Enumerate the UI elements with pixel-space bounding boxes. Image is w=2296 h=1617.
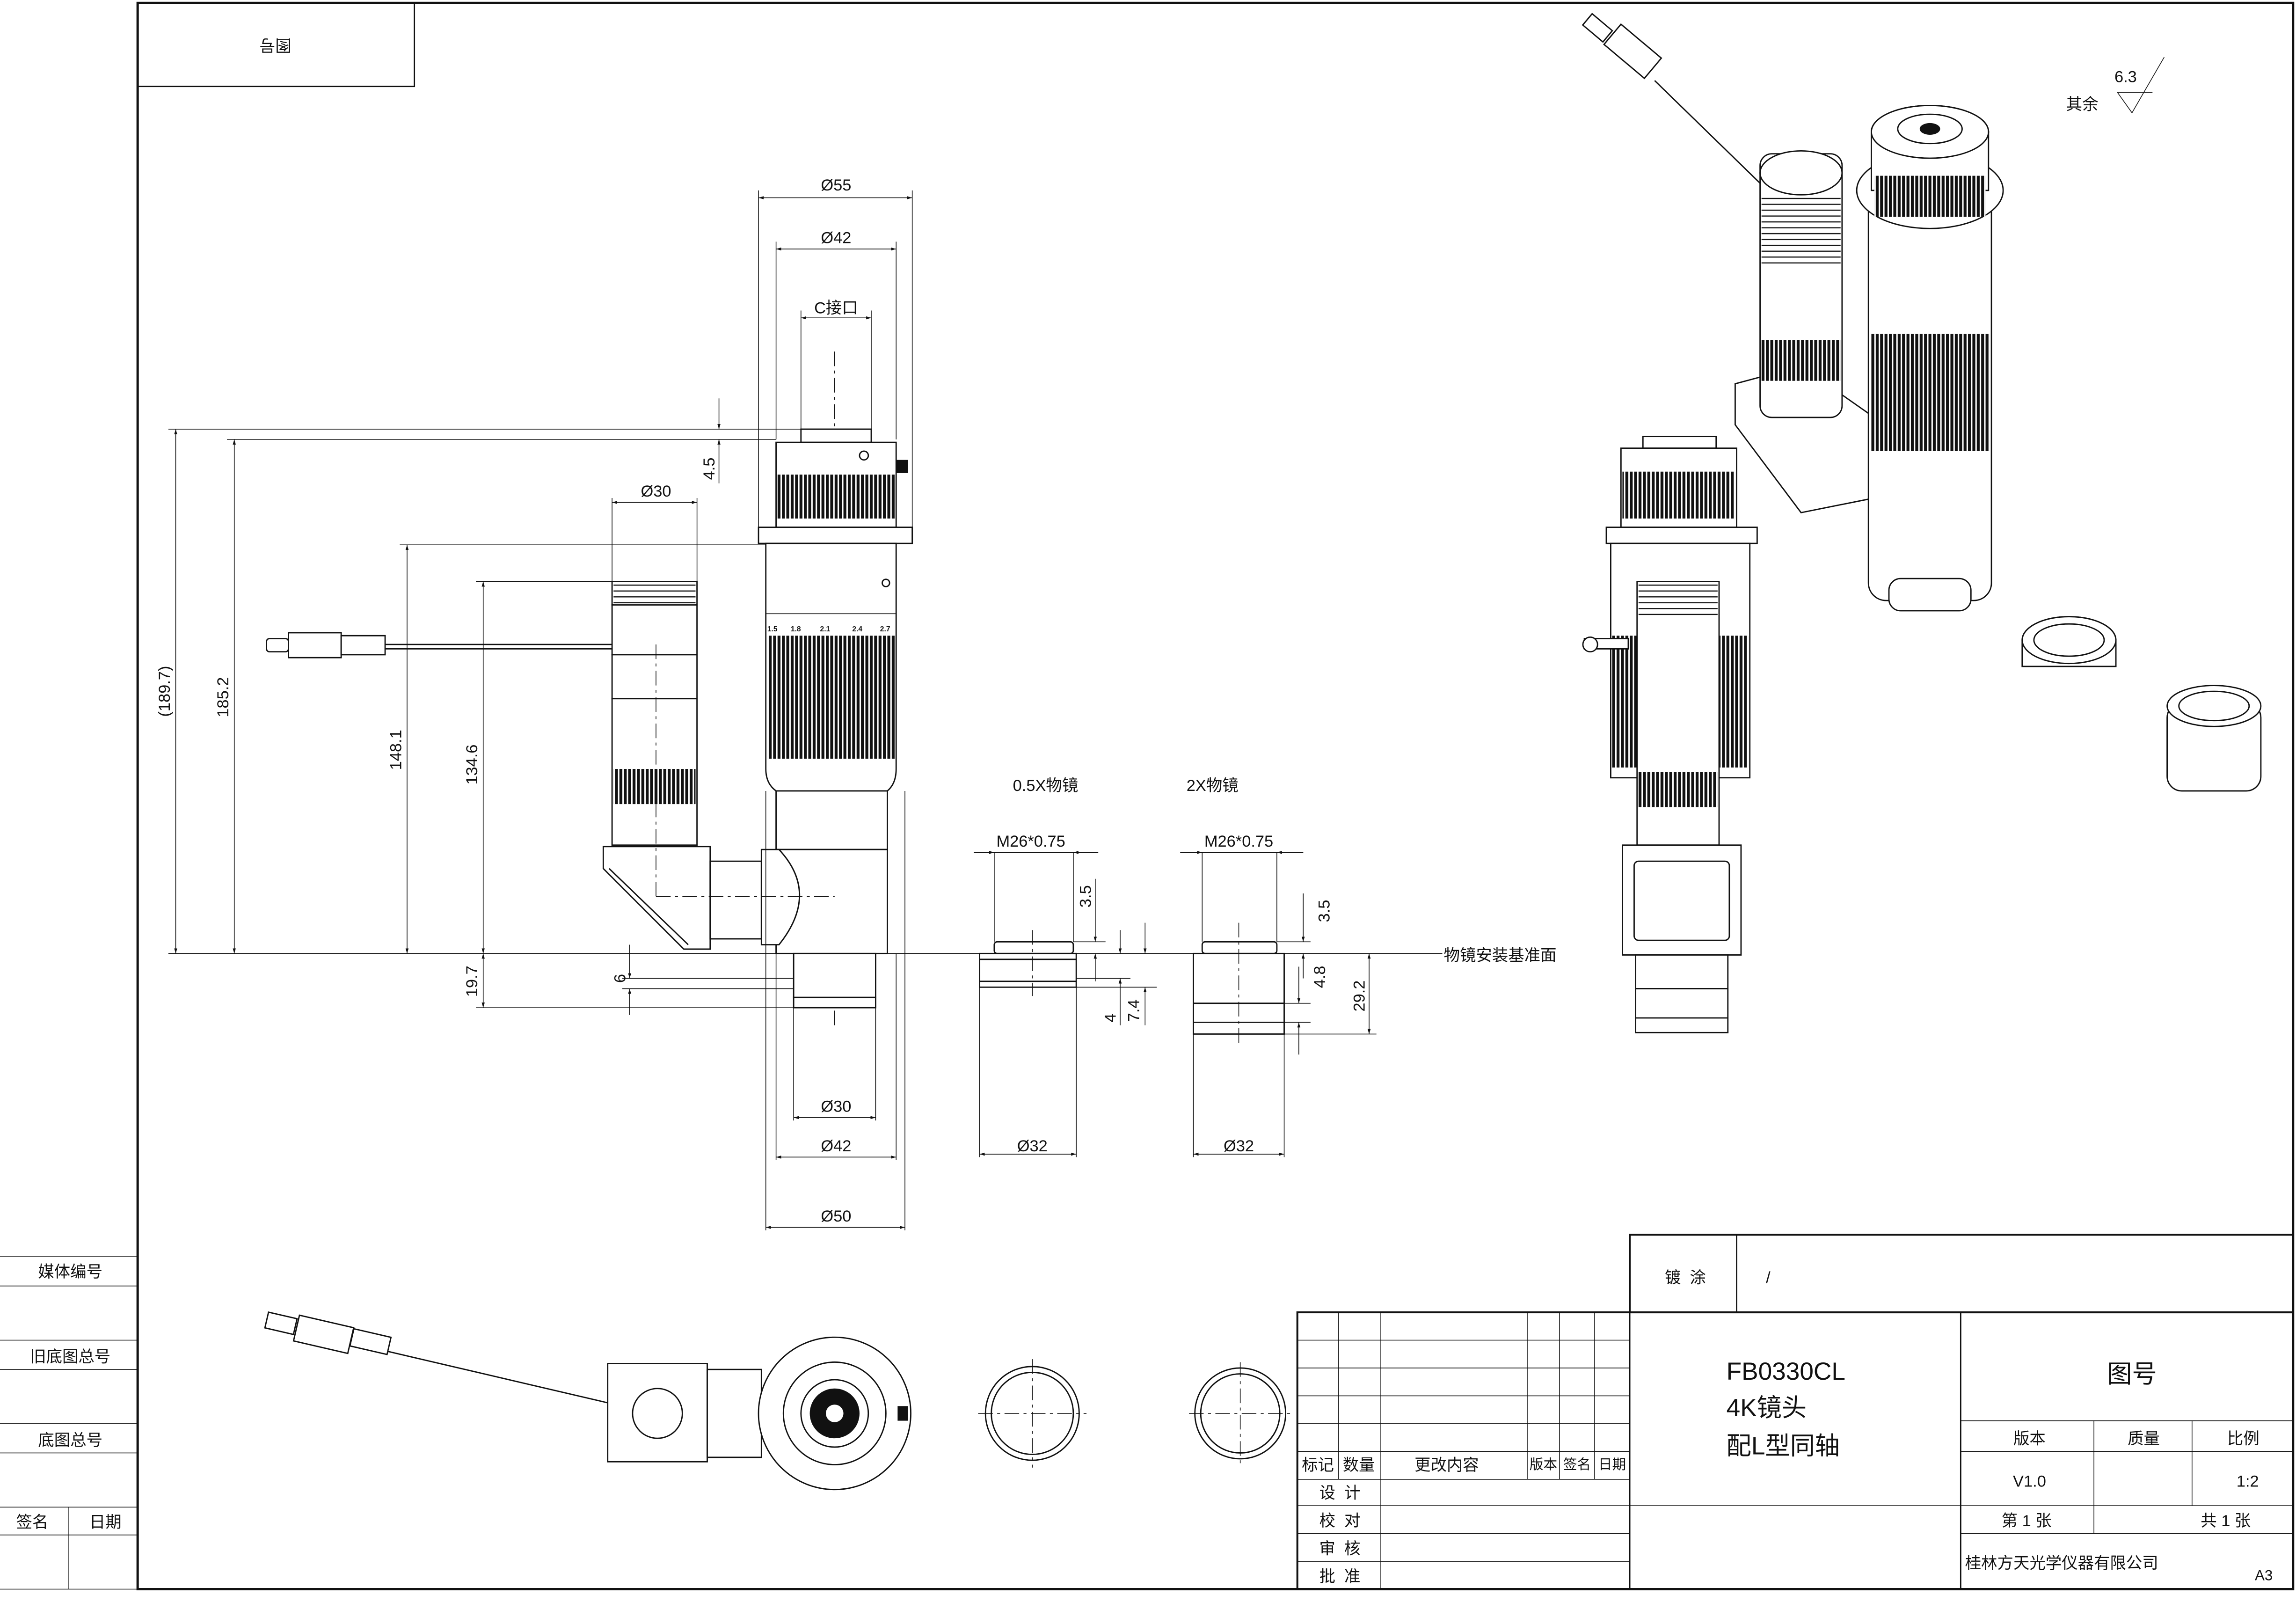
dim-189-7: (189.7) [156,666,174,717]
side-record-table: 媒体编号 旧底图总号 底图总号 签名 日期 [0,1256,138,1590]
scale-mark: 1.5 [767,625,778,633]
dim-4-5: 4.5 [700,458,718,480]
objective-title: 0.5X物镜 [1013,777,1079,795]
header-signature: 签名 [1563,1457,1591,1472]
dim-d42-bottom: Ø42 [821,1137,851,1155]
role-approve: 批 准 [1319,1568,1360,1586]
reference-plane-label: 物镜安装基准面 [1444,947,1557,965]
main-dimensions: Ø55 Ø42 C接口 Ø30 4.5 (189.7) 185.2 148.1 … [156,176,1443,1230]
coating-label: 镀 涂 [1665,1269,1706,1287]
header-version: 版本 [1530,1457,1557,1472]
date-label: 日期 [89,1514,122,1531]
zoom-scale: 1.5 1.8 2.1 2.4 2.7 [767,625,890,633]
scale-mark: 1.8 [791,625,801,633]
lens-side-view [1582,436,1758,1033]
dim-c-mount: C接口 [814,300,858,317]
version-label: 版本 [2013,1430,2046,1448]
dim-d30-bottom: Ø30 [821,1098,851,1115]
dim-134-6: 134.6 [463,745,481,785]
dim-d30-top: Ø30 [641,483,671,500]
scale-mark: 2.1 [820,625,831,633]
header-quantity: 数量 [1343,1456,1375,1474]
drawing-frame: 图号 [136,1,2295,1591]
header-change-content: 更改内容 [1414,1456,1479,1474]
mass-label: 质量 [2128,1430,2160,1448]
roughness-label: 其余 [2066,96,2099,114]
dim-185-2: 185.2 [214,677,232,717]
company-name: 桂林方天光学仪器有限公司 [1965,1555,2158,1573]
sheet-total: 共 1 张 [2201,1512,2251,1530]
dim-3-5: 3.5 [1077,885,1094,907]
paper-size: A3 [2255,1567,2273,1584]
dim-d50: Ø50 [821,1207,851,1225]
scale-label: 比例 [2227,1430,2260,1448]
roughness-value: 6.3 [2114,68,2137,86]
thread-spec: M26*0.75 [1204,833,1273,850]
dim-7-4: 7.4 [1125,999,1143,1022]
signature-label: 签名 [16,1514,48,1531]
title-block: 镀 涂 / 标记 数量 更改内容 版本 签名 日期 设 计 校 对 审 核 批 … [1296,1234,2294,1590]
role-proofread: 校 对 [1319,1512,1360,1530]
dim-4: 4 [1102,1013,1120,1022]
dim-d32: Ø32 [1017,1137,1048,1155]
drawing-number-label: 图号 [2107,1361,2157,1388]
sheet-number: 第 1 张 [2002,1512,2052,1530]
dim-d42-top: Ø42 [821,229,851,247]
product-config: 配L型同轴 [1727,1433,1840,1460]
coating-value: / [1766,1269,1771,1287]
change-table-header: 标记 数量 更改内容 版本 签名 日期 [1302,1456,1626,1474]
dim-29-2: 29.2 [1351,980,1369,1012]
dim-6: 6 [611,974,629,983]
isometric-view [1582,13,2262,792]
header-mark: 标记 [1302,1456,1334,1474]
side-illuminator [266,581,835,950]
header-date: 日期 [1598,1457,1626,1472]
surface-roughness-symbol: 6.3 其余 [2066,57,2165,114]
scale-mark: 2.7 [880,625,890,633]
objective-title: 2X物镜 [1187,777,1239,795]
version-value: V1.0 [2013,1472,2046,1490]
base-number-label: 底图总号 [38,1432,102,1449]
role-design: 设 计 [1319,1484,1360,1502]
corner-drawing-number: 图号 [259,36,292,54]
dim-d32: Ø32 [1224,1137,1254,1155]
dim-19-7: 19.7 [463,966,481,997]
objective-0-5x: 0.5X物镜 M26*0.75 3.5 4 7.4 Ø32 [974,777,1157,1157]
product-name: 4K镜头 [1727,1394,1807,1422]
media-number-label: 媒体编号 [38,1263,102,1281]
product-code: FB0330CL [1727,1358,1845,1385]
thread-spec: M26*0.75 [996,833,1065,850]
scale-mark: 2.4 [852,625,862,633]
role-review: 审 核 [1319,1540,1360,1558]
old-base-number-label: 旧底图总号 [30,1348,110,1366]
dim-4-8: 4.8 [1311,966,1329,988]
dim-3-5: 3.5 [1316,900,1334,922]
main-lens-front-view: 1.5 1.8 2.1 2.4 2.7 [758,351,913,1025]
scale-value: 1:2 [2237,1472,2259,1490]
dim-d55: Ø55 [821,176,851,194]
dim-148-1: 148.1 [387,730,405,770]
objective-2x: 2X物镜 M26*0.75 3.5 4.8 29.2 Ø32 [1180,777,1377,1157]
bottom-views [264,1311,1292,1491]
